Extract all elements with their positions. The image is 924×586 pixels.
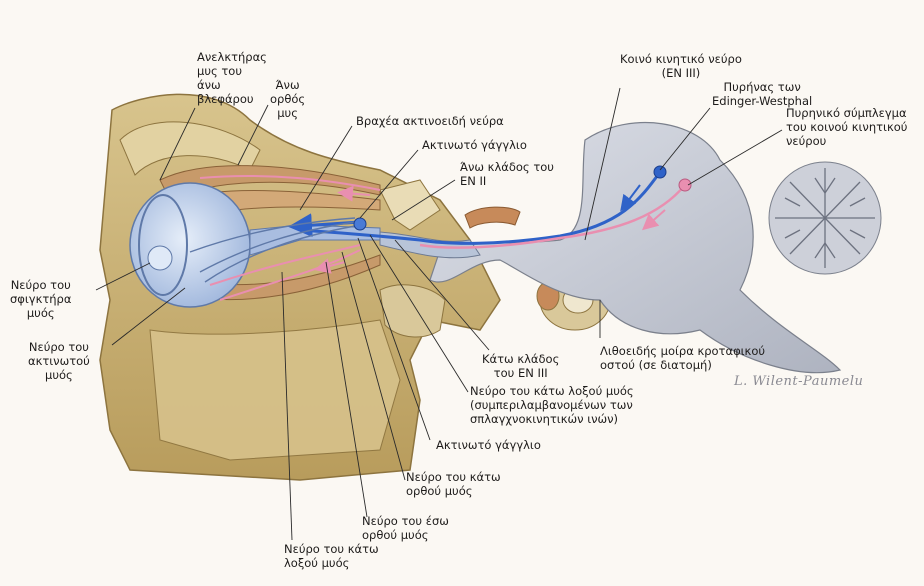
label-ciliary-ganglion-bottom: Ακτινωτό γάγγλιο [436, 438, 541, 452]
nuclear-complex-dot [678, 178, 692, 192]
label-superior-rectus: Άνω ορθός μυς [270, 78, 306, 120]
parasympathetic-fibers [419, 184, 686, 249]
maxilla [149, 319, 401, 461]
label-oculomotor-nerve: Κοινό κινητικό νεύρο (ΕΝ ΙΙΙ) [620, 52, 742, 80]
carotid-segment [464, 206, 521, 229]
petrous-section [379, 284, 446, 338]
label-superior-branch: Άνω κλάδος του ΕΝ ΙΙ [460, 160, 554, 188]
ciliary-ganglion [353, 217, 367, 231]
label-sphincter-nerve: Νεύρο του σφιγκτήρα μυός [10, 278, 72, 320]
label-levator: Ανελκτήρας μυς του άνω βλεφάρου [197, 50, 267, 106]
label-medial-rectus-nerve: Νεύρο του έσω ορθού μυός [362, 514, 449, 542]
label-edinger-westphal: Πυρήνας των Edinger-Westphal [712, 80, 813, 108]
artist-signature: L. Wilent-Paumelu [734, 374, 864, 389]
label-inferior-oblique-nerve: Νεύρο του κάτω λοξού μυός [284, 542, 379, 570]
sphenoid-wing [379, 179, 441, 231]
short-ciliary-nerves [189, 217, 356, 283]
label-ciliary-ganglion-top: Ακτινωτό γάγγλιο [422, 138, 527, 152]
leader-lines [95, 87, 783, 541]
edinger-westphal-nucleus [653, 165, 667, 179]
orbit-rim [119, 121, 261, 176]
label-short-ciliary-nerves: Βραχέα ακτινοειδή νεύρα [356, 114, 504, 128]
label-ciliary-muscle-nerve: Νεύρο του ακτινωτού μυός [28, 340, 90, 382]
label-inferior-branch: Κάτω κλάδος του ΕΝ ΙΙΙ [482, 352, 560, 380]
label-inferior-oblique-parasym: Νεύρο του κάτω λοξού μυός (συμπεριλαμβαν… [470, 384, 634, 426]
cerebellum [768, 161, 882, 275]
label-inferior-rectus-nerve: Νεύρο του κάτω ορθού μυός [406, 470, 501, 498]
label-petrous-bone: Λιθοειδής μοίρα κροταφικού οστού (σε δια… [600, 344, 766, 372]
label-nuclear-complex: Πυρηνικό σύμπλεγμα του κοινού κινητικού … [786, 106, 908, 148]
